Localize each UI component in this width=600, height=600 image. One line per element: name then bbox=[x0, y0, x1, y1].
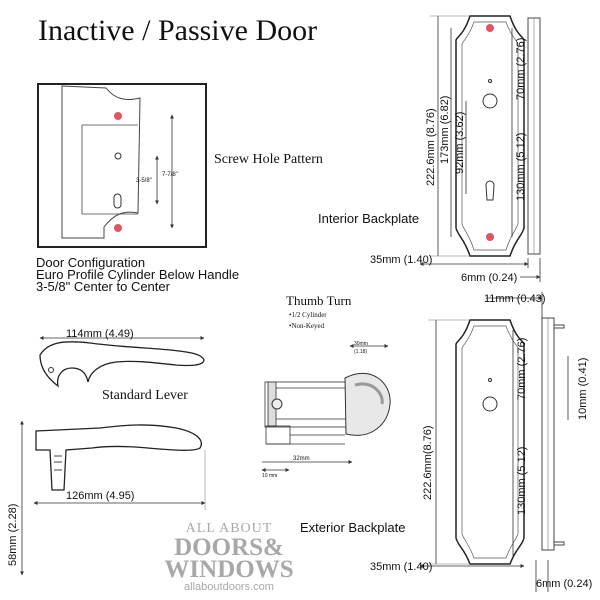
lever-top-length: 114mm (4.49) bbox=[66, 328, 134, 340]
thumb-turn-title: Thumb Turn bbox=[286, 293, 352, 308]
exterior-spindle-dim: 10mm (0.41) bbox=[577, 358, 589, 420]
door-config-line1: Door Configuration bbox=[36, 255, 146, 270]
interior-thickness-dim: 6mm (0.24) bbox=[461, 272, 517, 284]
watermark-line1: ALL ABOUT bbox=[185, 521, 273, 536]
interior-backplate-label: Interior Backplate bbox=[318, 211, 420, 226]
exterior-backplate-diagram: 222.6mm(8.76) 70mm (2.76) 130mm (5.12) 1… bbox=[370, 292, 592, 592]
dim-outer: 7-7/8" bbox=[162, 172, 178, 178]
interior-backplate-diagram: 222.6mm (8.76) 173mm (6.82) 92mm (3.62) … bbox=[370, 15, 541, 284]
watermark-url: allaboutdoors.com bbox=[184, 581, 274, 593]
lever-height: 58mm (2.28) bbox=[7, 504, 19, 566]
exterior-thickness-dim: 6mm (0.24) bbox=[536, 578, 592, 590]
thumb-turn-diagram: 30mm (1.18) 32mm 10 mm bbox=[261, 341, 391, 479]
door-configuration: Door Configuration Euro Profile Cylinder… bbox=[36, 255, 240, 294]
exterior-top-offset-dim: 70mm (2.76) bbox=[516, 338, 528, 400]
standard-lever-label: Standard Lever bbox=[102, 388, 188, 403]
interior-cylinder-hole-icon bbox=[485, 180, 495, 201]
interior-height-dim: 222.6mm (8.76) bbox=[425, 108, 437, 186]
thumb-turn-notes: •1/2 Cylinder •Non-Keyed bbox=[289, 310, 327, 332]
watermark-line2: DOORS& bbox=[174, 534, 284, 561]
exterior-lower-dim: 130mm (5.12) bbox=[516, 447, 528, 515]
exterior-handle-hole-icon bbox=[482, 396, 498, 412]
watermark-line3: WINDOWS bbox=[164, 556, 294, 583]
cylinder-hole-icon bbox=[113, 193, 122, 209]
screw-hole-pattern-label: Screw Hole Pattern bbox=[214, 152, 323, 167]
thumb-note-cylinder: •1/2 Cylinder bbox=[289, 311, 327, 319]
interior-top-screw-icon bbox=[486, 24, 494, 32]
screw-hole-pattern-diagram: 7-7/8" 3-5/8" bbox=[37, 83, 207, 248]
interior-handle-hole-icon bbox=[482, 93, 498, 109]
screw-hole-top-icon bbox=[114, 112, 122, 120]
door-config-line2: Euro Profile Cylinder Below Handle bbox=[36, 267, 240, 282]
exterior-backplate-label: Exterior Backplate bbox=[300, 520, 406, 535]
lever-bottom-length: 126mm (4.95) bbox=[66, 490, 134, 502]
door-config-line3: 3-5/8" Center to Center bbox=[36, 279, 170, 294]
interior-width-dim: 35mm (1.40) bbox=[370, 254, 432, 266]
interior-bottom-screw-icon bbox=[486, 233, 494, 241]
standard-lever-diagram: 114mm (4.49) 126mm (4.95) 58mm (2.28) bbox=[7, 328, 206, 576]
interior-lower-dim: 130mm (5.12) bbox=[515, 133, 527, 201]
interior-top-offset-dim: 70mm (2.76) bbox=[515, 38, 527, 100]
dim-inner: 3-5/8" bbox=[136, 178, 152, 184]
exterior-height-dim: 222.6mm(8.76) bbox=[422, 425, 434, 500]
thumb-knob-width: 30mm bbox=[354, 341, 368, 347]
exterior-depth-dim: 11mm (0.43) bbox=[484, 293, 546, 305]
screw-hole-bottom-icon bbox=[114, 224, 122, 232]
interior-screw-spacing-dim: 173mm (6.82) bbox=[439, 96, 451, 164]
watermark-logo: ALL ABOUT DOORS& WINDOWS allaboutdoors.c… bbox=[154, 521, 304, 593]
thumb-knob-width-in: (1.18) bbox=[354, 349, 367, 355]
thumb-note-nonkeyed: •Non-Keyed bbox=[289, 322, 325, 330]
page-title: Inactive / Passive Door bbox=[38, 14, 318, 47]
interior-handle-cyl-dim: 92mm (3.62) bbox=[454, 112, 466, 174]
exterior-width-dim: 35mm (1.40) bbox=[370, 561, 432, 573]
spindle-hole-icon bbox=[114, 152, 122, 160]
thumb-length: 32mm bbox=[293, 456, 310, 462]
thumb-offset: 10 mm bbox=[262, 473, 277, 479]
